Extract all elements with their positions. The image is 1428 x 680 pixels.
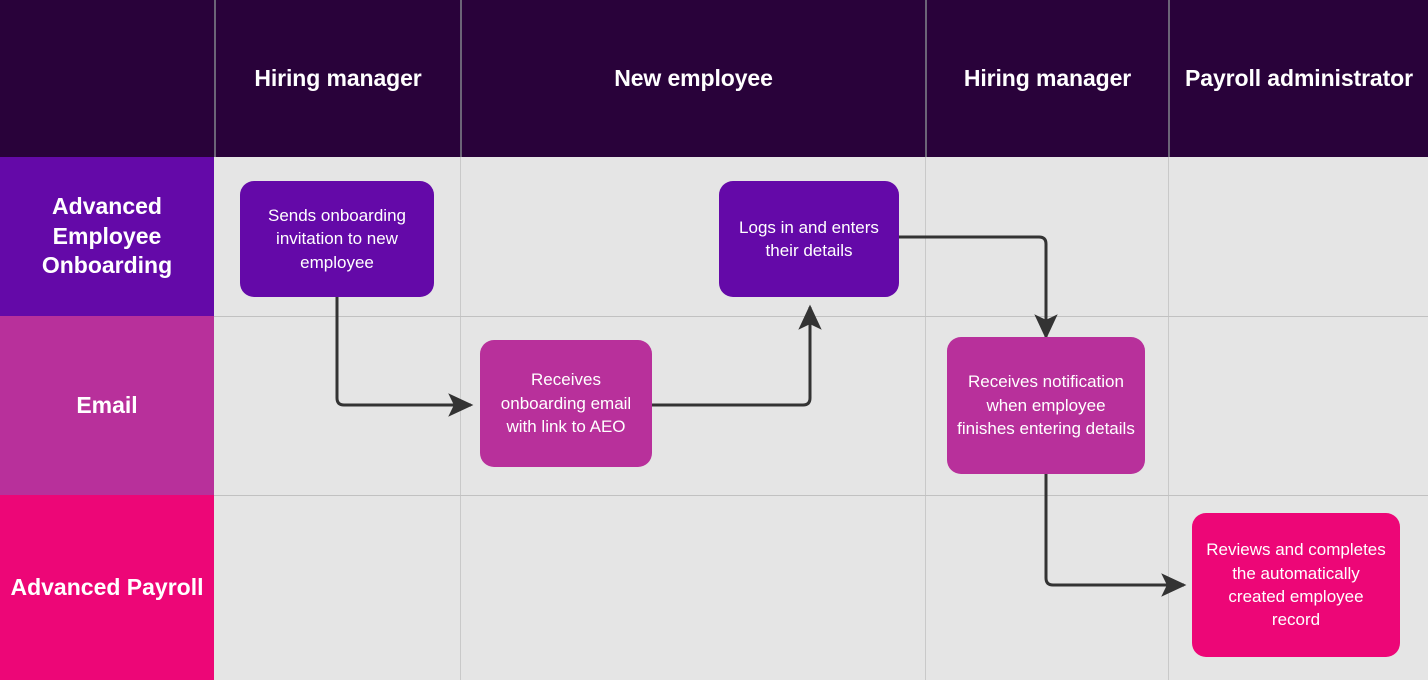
grid-line-horizontal-1: [214, 316, 1428, 317]
connector-invitation-to-email: [335, 297, 474, 417]
grid-line-vertical-1: [460, 157, 461, 680]
grid-line-vertical-2: [925, 157, 926, 680]
lane-label-email: Email: [0, 316, 214, 495]
connector-login-to-notification: [899, 235, 1058, 340]
header-divider-4: [1168, 0, 1170, 157]
node-logs-in-and-enters-details[interactable]: Logs in and enters their details: [719, 181, 899, 297]
header-divider-1: [214, 0, 216, 157]
header-cell-empty: [0, 0, 214, 157]
node-sends-onboarding-invitation[interactable]: Sends onboarding invitation to new emplo…: [240, 181, 434, 297]
grid-line-horizontal-2: [214, 495, 1428, 496]
header-cell-payroll-administrator: Payroll administrator: [1185, 65, 1413, 92]
node-reviews-and-completes-record[interactable]: Reviews and completes the automatically …: [1192, 513, 1400, 657]
lane-label-advanced-employee-onboarding: Advanced Employee Onboarding: [0, 157, 214, 316]
header-divider-3: [925, 0, 927, 157]
header-cell-hiring-manager-1: Hiring manager: [254, 65, 422, 92]
node-receives-onboarding-email[interactable]: Receives onboarding email with link to A…: [480, 340, 652, 467]
grid-line-vertical-3: [1168, 157, 1169, 680]
header-cell-hiring-manager-2: Hiring manager: [963, 65, 1132, 92]
header-divider-2: [460, 0, 462, 157]
header-cell-new-employee: New employee: [614, 65, 773, 92]
connector-email-to-login: [652, 304, 822, 407]
node-receives-notification[interactable]: Receives notification when employee fini…: [947, 337, 1145, 474]
connector-notification-to-review: [1044, 474, 1187, 597]
lane-label-advanced-payroll: Advanced Payroll: [0, 495, 214, 680]
header-band: [0, 0, 1428, 157]
